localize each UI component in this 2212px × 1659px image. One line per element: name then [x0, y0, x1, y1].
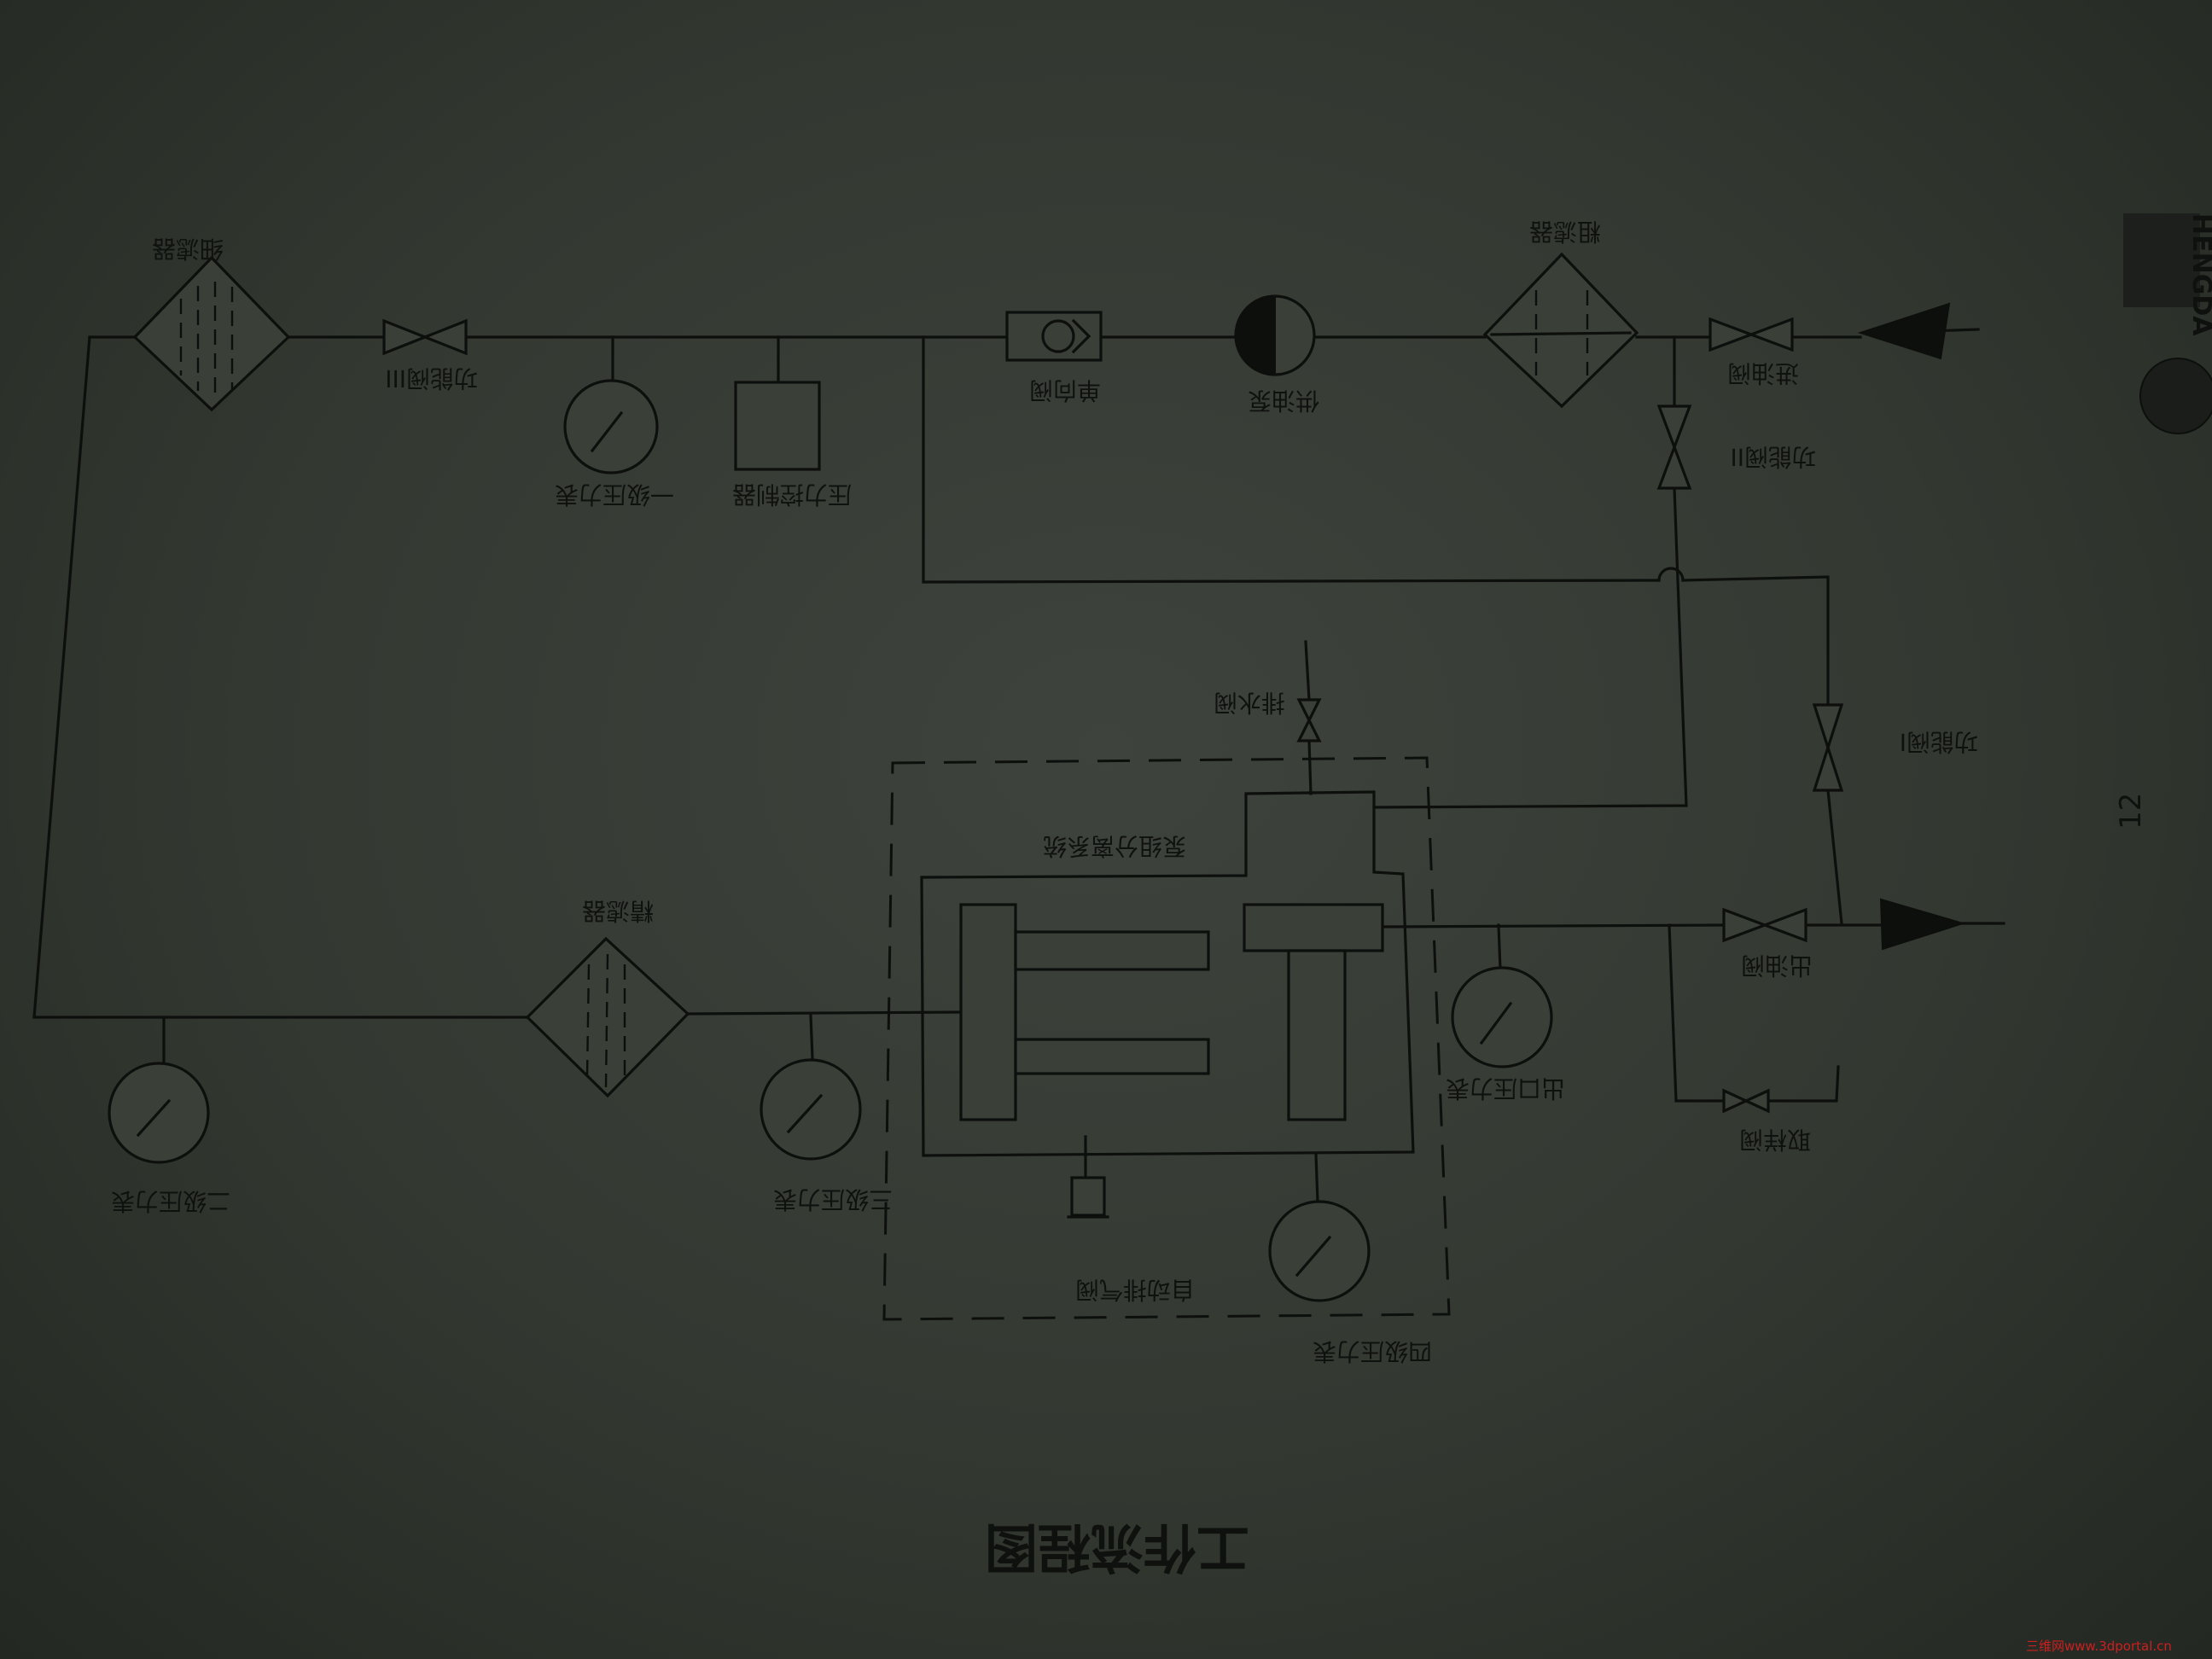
sampling-valve-symbol — [1722, 1088, 1770, 1114]
auto-vent-valve-symbol — [1067, 1176, 1109, 1219]
label-outlet-gauge: 出口压力表 — [1446, 1074, 1565, 1103]
stage2-gauge-symbol — [108, 1062, 210, 1164]
brand-emblem-icon — [2139, 358, 2212, 434]
inlet-valve-symbol — [1708, 317, 1794, 352]
label-drain-valve: 排水阀 — [1214, 689, 1285, 717]
sampling-loop — [1668, 923, 1840, 1103]
component-labels: 细滤器 功能阀III 一级压力表 压力控制器 单向阀 供油泵 粗滤器 进油阀 功… — [111, 218, 1978, 1365]
stage3-gauge-symbol — [760, 1058, 862, 1161]
pipe-crossover — [1657, 567, 1685, 582]
check-valve-symbol — [1005, 311, 1103, 362]
label-stage1-gauge: 一级压力表 — [555, 480, 674, 509]
brand-logo: HENGDA — [2123, 213, 2212, 434]
bypass-pipe — [922, 335, 1661, 584]
pump-housing — [920, 790, 1415, 1157]
pressure-controller-symbol — [734, 381, 821, 471]
label-function-valve-2: 功能阀II — [1730, 443, 1816, 471]
label-precision-filter: 精滤器 — [582, 897, 654, 925]
precision-filter-symbol — [525, 936, 690, 1098]
fine-filter-symbol — [132, 255, 291, 412]
pump-finger-upper — [1014, 930, 1210, 971]
label-stage4-gauge: 四级压力表 — [1313, 1337, 1432, 1365]
pump-t-top — [1243, 903, 1384, 952]
inlet-arrow-icon — [1857, 302, 1980, 360]
drain-valve-symbol — [1296, 698, 1322, 742]
piping — [32, 335, 1883, 1203]
label-function-valve-1: 功能阀I — [1900, 728, 1978, 756]
label-oil-pump: 供油泵 — [1248, 387, 1319, 415]
label-auto-vent-valve: 自动排气阀 — [1075, 1276, 1195, 1304]
pump-t-stem — [1287, 949, 1347, 1121]
outlet-valve-symbol — [1722, 907, 1807, 943]
outlet-pipe — [1381, 923, 1883, 928]
coarse-filter-symbol — [1482, 252, 1639, 409]
label-inlet-valve: 进油阀 — [1727, 359, 1799, 387]
pump-separation-system — [882, 756, 1451, 1321]
label-fine-filter: 细滤器 — [152, 235, 224, 263]
label-coarse-filter: 粗滤器 — [1529, 218, 1601, 246]
bypass-pipe-right — [1681, 575, 1843, 925]
stage4-gauge-symbol — [1268, 1200, 1371, 1302]
oil-pump-symbol — [1234, 294, 1316, 376]
page-number: 12 — [2114, 793, 2148, 830]
precision-filter-pipe — [686, 1010, 963, 1016]
outlet-gauge-symbol — [1451, 966, 1553, 1068]
label-pump-system: 泵组分离系统 — [1043, 832, 1186, 860]
label-check-valve: 单向阀 — [1029, 376, 1101, 405]
pump-finger-lower — [1014, 1038, 1210, 1075]
diagram-title: 工作流程图 — [985, 1516, 1249, 1579]
label-function-valve-3: 功能阀III — [385, 364, 478, 393]
top-instrument-stems — [611, 335, 780, 384]
drain-pipe — [1304, 640, 1313, 795]
pump-left-block — [959, 903, 1017, 1121]
function-valve-2-symbol — [1656, 405, 1692, 490]
function-valve-1-symbol — [1812, 703, 1844, 792]
label-outlet-valve: 出油阀 — [1741, 952, 1813, 980]
label-sampling-valve: 取样阀 — [1739, 1126, 1811, 1154]
left-return-pipe — [32, 335, 529, 1019]
label-stage2-gauge: 二级压力表 — [111, 1187, 230, 1215]
brand-text: HENGDA — [2186, 213, 2212, 336]
watermark: 三维网www.3dportal.cn — [2026, 1639, 2172, 1654]
function-valve-3-symbol — [382, 318, 468, 356]
bottom-instrument-stems — [162, 923, 1502, 1203]
stage1-gauge-symbol — [563, 379, 659, 474]
outlet-arrow-icon — [1879, 898, 2005, 951]
brand-mark-icon — [2123, 213, 2200, 307]
label-pressure-controller: 压力控制器 — [732, 480, 852, 509]
label-stage3-gauge: 三级压力表 — [773, 1185, 893, 1214]
function-valve-2-line — [1372, 335, 1688, 809]
